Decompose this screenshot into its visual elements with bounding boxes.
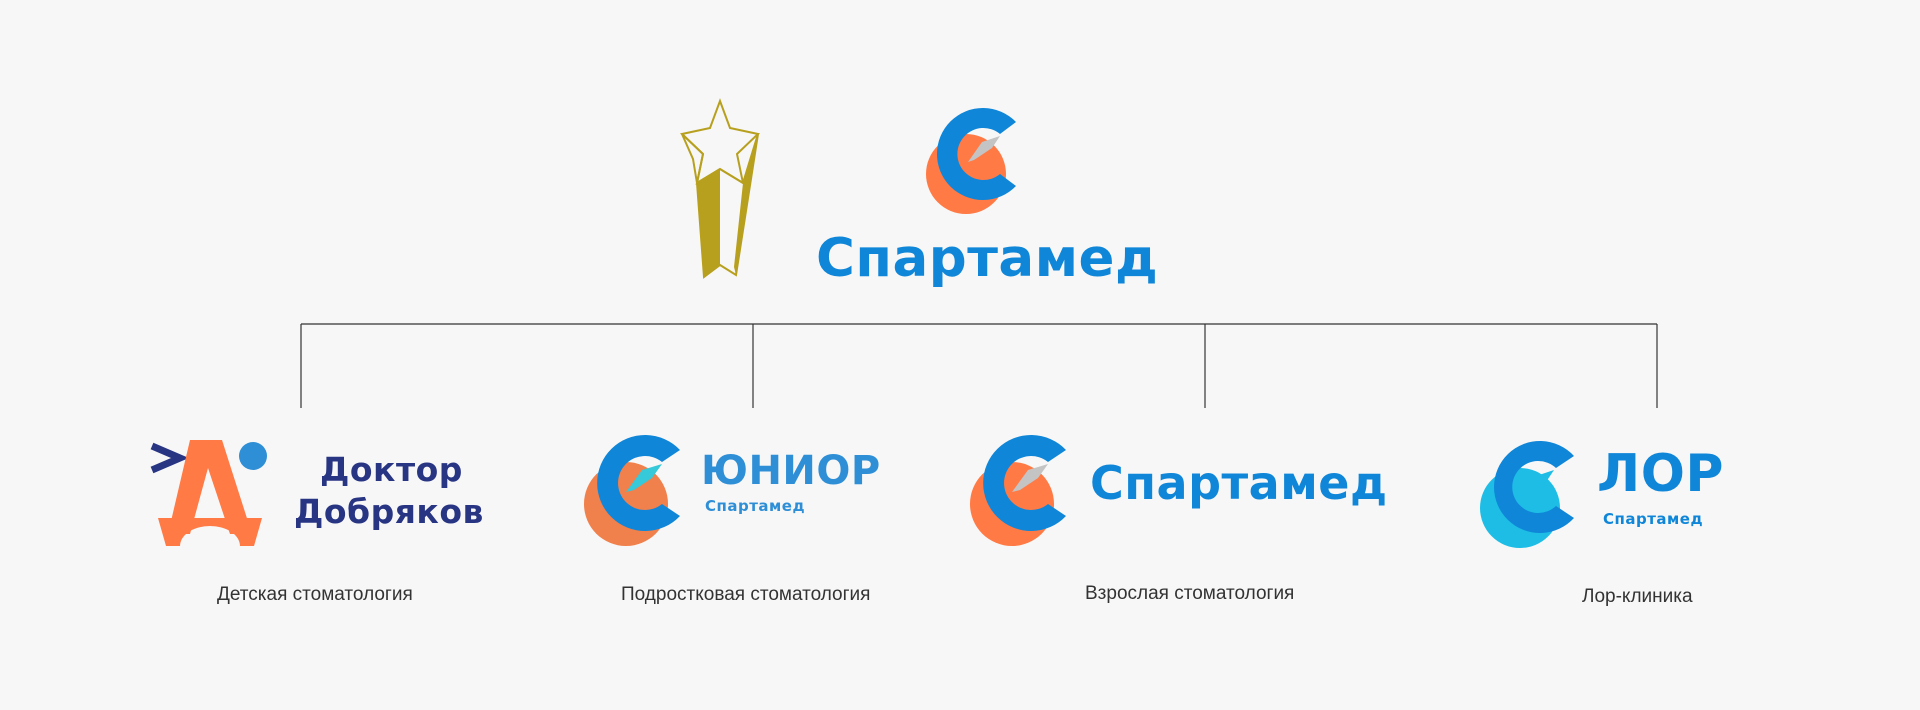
branch-caption-children: Детская стоматология xyxy=(217,584,413,605)
spartamed-c-logo-icon xyxy=(970,435,1066,546)
branch-caption-ent: Лор-клиника xyxy=(1582,586,1693,607)
root-brand-name: Спартамед xyxy=(816,228,1159,289)
junior-brand-name: ЮНИОР xyxy=(701,448,881,494)
junior-sub-brand: Спартамед xyxy=(705,497,806,515)
lor-sub-brand: Спартамед xyxy=(1603,510,1704,528)
doktor-dobryakov-brand-line2: Добряков xyxy=(294,492,484,531)
junior-c-logo-icon xyxy=(584,435,680,546)
spartamed-c-logo-icon xyxy=(926,107,1016,214)
doktor-dobryakov-brand-line1: Доктор xyxy=(320,450,463,489)
branch-caption-adult: Взрослая стоматология xyxy=(1085,583,1295,604)
lor-c-logo-icon xyxy=(1480,441,1574,548)
lor-brand-name: ЛОР xyxy=(1597,444,1725,504)
spartamed-adult-brand-name: Спартамед xyxy=(1090,456,1388,510)
star-award-icon xyxy=(679,98,761,279)
doktor-dobryakov-logo-icon xyxy=(150,440,267,546)
branch-caption-teen: Подростковая стоматология xyxy=(621,584,871,605)
